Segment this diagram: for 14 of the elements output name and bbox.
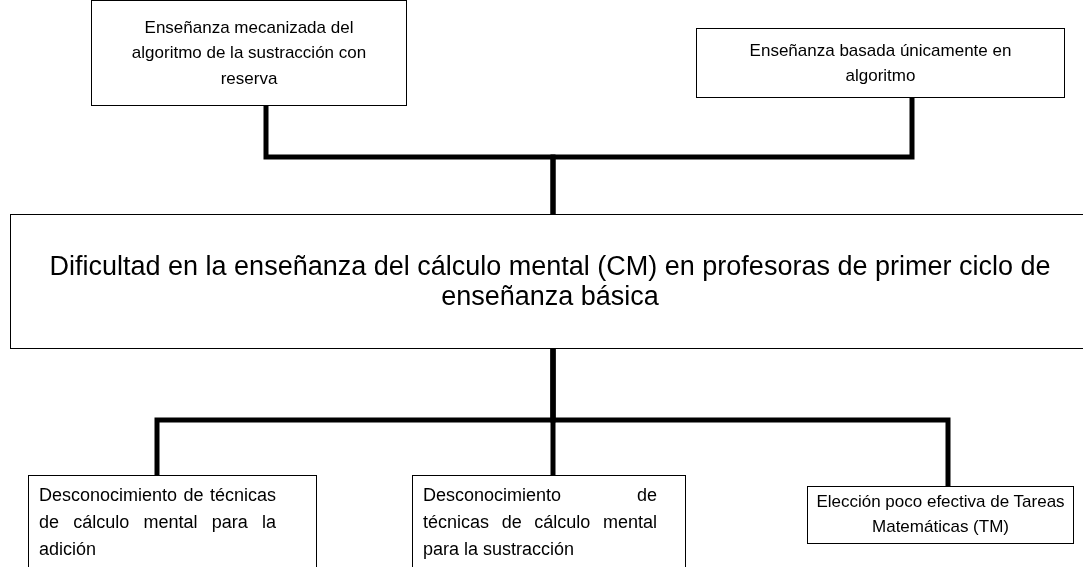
text-box: [28, 475, 317, 567]
text-box: [91, 0, 407, 106]
node-text: Enseñanza basada únicamente en algoritmo: [748, 39, 1013, 87]
text-box: [10, 214, 1083, 349]
node-text: Dificultad en la enseñanza del cálculo mental (CM) en profesoras de primer ciclo de enseñanza básica: [48, 251, 1052, 312]
text-box: [412, 475, 686, 567]
text-box: [696, 28, 1065, 98]
connector-line: [550, 98, 915, 214]
text-box: [807, 486, 1074, 544]
connector-line: [550, 349, 951, 486]
node-text: Elección poco efectiva de Tareas Matemáticas (TM): [816, 491, 1065, 538]
node-text: Desconocimiento de técnicas de cálculo mental para la sustracción: [423, 484, 657, 561]
node-text: Enseñanza mecanizada del algoritmo de la sustracción con reserva: [130, 16, 368, 90]
node-text: Desconocimiento de técnicas de cálculo mental para la adición: [39, 484, 276, 561]
